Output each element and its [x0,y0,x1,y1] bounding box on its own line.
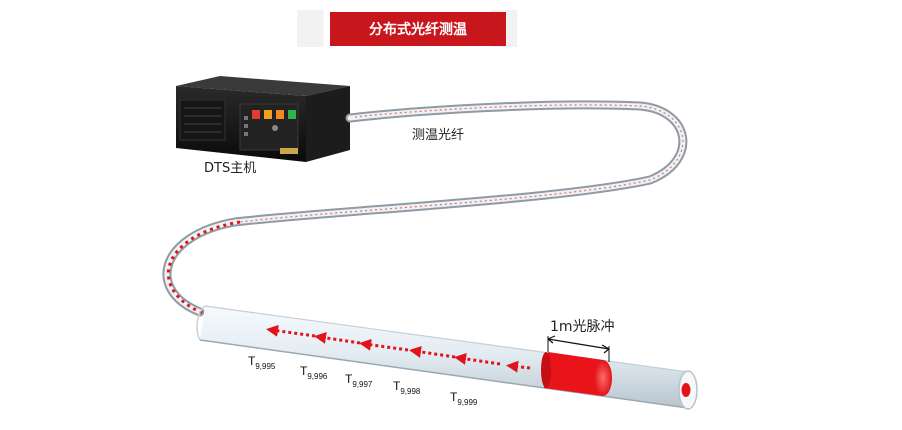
pulse-width-arrow [547,335,610,362]
temp-label-1: T9,995 [248,354,276,371]
temp-label-5: T9,999 [450,390,478,407]
backscatter-arrows [266,324,531,373]
host-label: DTS主机 [204,161,257,176]
dts-host-device [176,76,350,162]
temp-label-3: T9,997 [345,372,373,389]
light-pulse [541,352,612,396]
temp-label-2: T9,996 [300,364,328,381]
scatter-arrow [314,331,361,345]
scatter-arrow [409,345,456,359]
temp-label-4: T9,998 [393,379,421,396]
page-title: 分布式光纤测温 [330,12,506,46]
fiber-label: 测温光纤 [412,128,465,143]
pulse-label: 1m光脉冲 [550,319,615,335]
scatter-arrow [454,352,501,366]
scatter-arrow [266,324,316,338]
scatter-arrow [359,338,409,352]
